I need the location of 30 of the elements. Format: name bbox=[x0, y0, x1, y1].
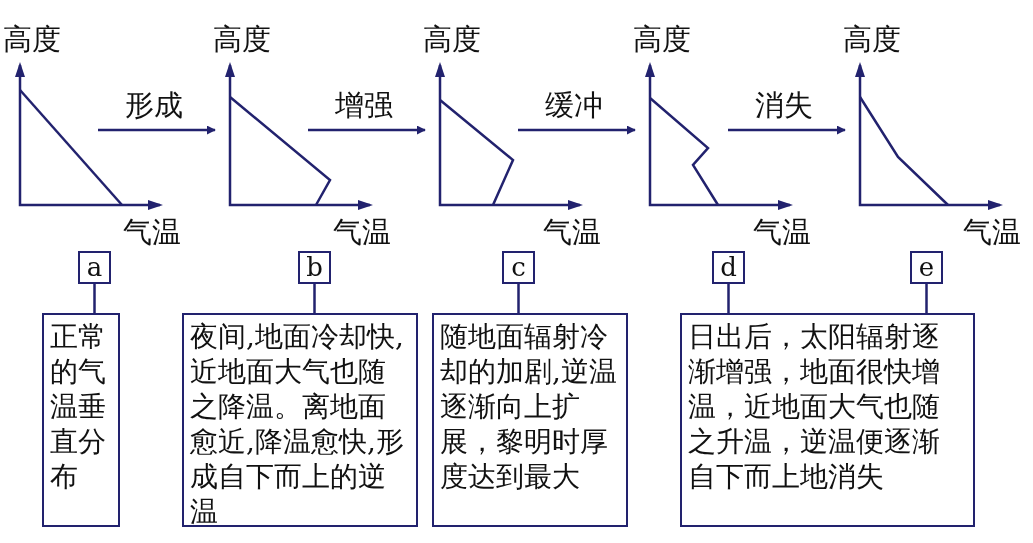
connector-line bbox=[727, 284, 730, 313]
axis-label: 气温 bbox=[123, 215, 181, 249]
axis-label: 高度 bbox=[633, 22, 691, 56]
description-box: 正常的气温垂直分布 bbox=[42, 313, 120, 527]
axis-label: 高度 bbox=[3, 22, 61, 56]
stage-letter-box: c bbox=[502, 251, 535, 284]
connector-line bbox=[517, 284, 520, 313]
arrow bbox=[308, 125, 426, 135]
axis-label: 高度 bbox=[423, 22, 481, 56]
stage-letter-box: a bbox=[78, 251, 111, 284]
description-box: 随地面辐射冷却的加剧,逆温逐渐向上扩展，黎明时厚度达到最大 bbox=[432, 313, 628, 527]
connector-line bbox=[93, 284, 96, 313]
arrow bbox=[518, 125, 636, 135]
axis-label: 高度 bbox=[843, 22, 901, 56]
connector-line bbox=[925, 284, 928, 313]
arrow bbox=[98, 125, 216, 135]
axis-label: 气温 bbox=[543, 215, 601, 249]
stage-letter-box: d bbox=[712, 251, 745, 284]
edge-label: 消失 bbox=[752, 88, 815, 122]
arrow bbox=[728, 125, 846, 135]
stage-letter-box: b bbox=[298, 251, 331, 284]
description-box: 夜间,地面冷却快,近地面大气也随之降温。离地面愈近,降温愈快,形成自下而上的逆温 bbox=[182, 313, 418, 527]
axis-label: 气温 bbox=[963, 215, 1021, 249]
description-box: 日出后，太阳辐射逐渐增强，地面很快增温，近地面大气也随之升温，逆温便逐渐自下而上地消失 bbox=[680, 313, 975, 527]
stage-letter-box: e bbox=[910, 251, 943, 284]
connector-line bbox=[313, 284, 316, 313]
axis-label: 气温 bbox=[753, 215, 811, 249]
edge-label: 增强 bbox=[332, 88, 395, 122]
axis-label: 高度 bbox=[213, 22, 271, 56]
axis-label: 气温 bbox=[333, 215, 391, 249]
